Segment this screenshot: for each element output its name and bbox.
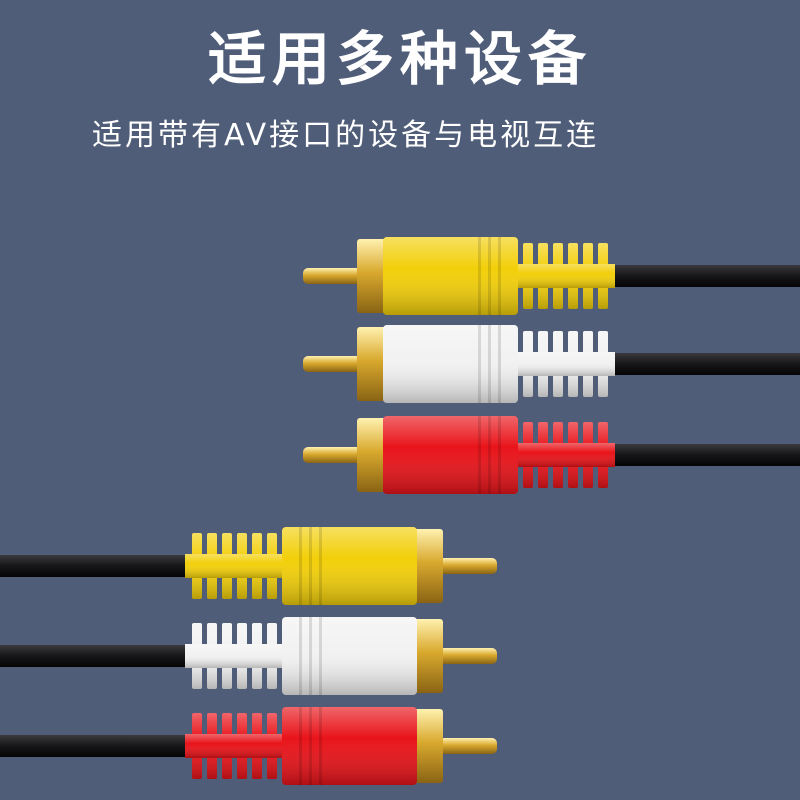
cable — [0, 735, 197, 757]
gold-collar — [357, 418, 387, 492]
cable — [603, 444, 800, 466]
gold-pin — [303, 356, 361, 372]
yellow-plug-left — [0, 527, 497, 605]
gold-collar — [413, 619, 443, 693]
red-plug-left — [0, 707, 497, 785]
gold-pin — [303, 268, 361, 284]
cable — [0, 645, 197, 667]
cable — [603, 265, 800, 287]
yellow-plug-right — [303, 237, 800, 315]
gold-pin — [439, 558, 497, 574]
white-plug-right — [303, 325, 800, 403]
gold-pin — [439, 738, 497, 754]
gold-pin — [303, 447, 361, 463]
cable — [0, 555, 197, 577]
page-subtitle: 适用带有AV接口的设备与电视互连 — [92, 118, 600, 153]
gold-collar — [357, 239, 387, 313]
upper-plug-group — [303, 237, 800, 494]
lower-plug-group — [0, 527, 497, 785]
gold-pin — [439, 648, 497, 664]
gold-collar — [413, 529, 443, 603]
page-title: 适用多种设备 — [207, 25, 592, 93]
gold-collar — [413, 709, 443, 783]
gold-collar — [357, 327, 387, 401]
red-plug-right — [303, 416, 800, 494]
white-plug-left — [0, 617, 497, 695]
cable — [603, 353, 800, 375]
